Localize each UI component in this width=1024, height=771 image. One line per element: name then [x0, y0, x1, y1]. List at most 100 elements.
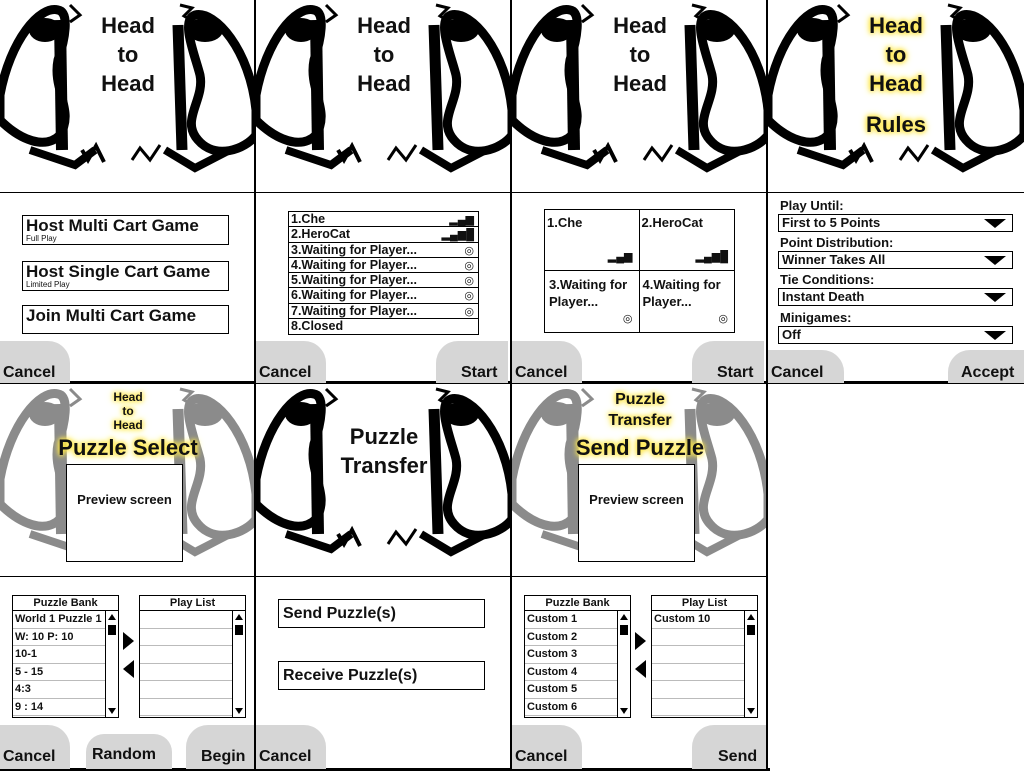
softkey-tab-left: [0, 725, 70, 769]
bird-artwork: [256, 384, 512, 576]
softkey-tab-right: [948, 350, 1024, 383]
list-item[interactable]: Custom 4: [525, 664, 617, 681]
list-item[interactable]: W: 10 P: 10: [13, 629, 105, 646]
player-slot[interactable]: 3.Waiting for Player... ◎: [545, 271, 640, 332]
play-list[interactable]: Play List: [139, 595, 246, 718]
tie-conditions-label: Tie Conditions:: [780, 272, 875, 287]
softkey-tab-right: [186, 725, 254, 769]
add-to-list-arrow-icon[interactable]: [635, 632, 646, 650]
host-multi-cart-button[interactable]: Host Multi Cart Game Full Play: [22, 215, 229, 245]
random-button[interactable]: Random: [92, 746, 156, 763]
wait-icon: ◎: [464, 290, 474, 303]
divider: [256, 576, 510, 577]
wait-icon: ◎: [718, 313, 728, 325]
player-slot[interactable]: 1.Che ▂▄▆: [545, 210, 640, 271]
softkey-tab-left: [0, 341, 70, 383]
list-item[interactable]: 10-1: [13, 646, 105, 664]
list-item[interactable]: Custom 1: [525, 611, 617, 629]
cancel-button[interactable]: Cancel: [515, 748, 568, 765]
scrollbar[interactable]: [744, 611, 757, 717]
player-row[interactable]: 6.Waiting for Player...◎: [289, 288, 478, 304]
cancel-button[interactable]: Cancel: [259, 364, 312, 381]
send-puzzles-button[interactable]: Send Puzzle(s): [278, 599, 485, 628]
player-row[interactable]: 2.HeroCat▂▄▆█: [289, 227, 478, 243]
player-row[interactable]: 4.Waiting for Player...◎: [289, 258, 478, 274]
cancel-button[interactable]: Cancel: [3, 748, 56, 765]
scrollbar[interactable]: [105, 611, 118, 717]
send-button[interactable]: Send: [718, 748, 758, 765]
screen-title: Send Puzzle: [575, 435, 705, 460]
player-row[interactable]: 8.Closed: [291, 319, 344, 334]
preview-screen: Preview screen: [66, 464, 183, 562]
play-list[interactable]: Play List Custom 10: [651, 595, 758, 718]
remove-from-list-arrow-icon[interactable]: [635, 660, 646, 678]
list-item[interactable]: 9 : 14: [13, 699, 105, 716]
cancel-button[interactable]: Cancel: [515, 364, 568, 381]
tie-conditions-select[interactable]: Instant Death: [778, 288, 1013, 306]
signal-icon: ▂▄▆: [449, 214, 474, 226]
divider: [0, 192, 254, 193]
scrollbar[interactable]: [617, 611, 630, 717]
dropdown-arrow-icon: [984, 293, 1006, 302]
softkey-tab-left: [512, 341, 582, 383]
softkey-tab-left: [256, 341, 326, 383]
wait-icon: ◎: [464, 259, 474, 272]
player-slot[interactable]: 2.HeroCat ▂▄▆█: [639, 210, 734, 271]
screen-subtitle: Rules: [866, 112, 926, 137]
puzzle-bank-list[interactable]: Puzzle Bank World 1 Puzzle 1 W: 10 P: 10…: [12, 595, 119, 718]
cancel-button[interactable]: Cancel: [3, 364, 56, 381]
list-item[interactable]: Custom 10: [652, 611, 744, 629]
player-row[interactable]: 7.Waiting for Player...◎: [289, 304, 478, 320]
divider: [768, 192, 1024, 193]
player-slot[interactable]: 4.Waiting for Player... ◎: [640, 271, 735, 332]
player-list: 1.Che▂▄▆ 2.HeroCat▂▄▆█ 3.Waiting for Pla…: [288, 211, 479, 336]
softkey-tab-right: [692, 341, 764, 383]
add-to-list-arrow-icon[interactable]: [123, 632, 134, 650]
play-until-select[interactable]: First to 5 Points: [778, 214, 1013, 232]
dropdown-arrow-icon: [984, 256, 1006, 265]
start-button[interactable]: Start: [717, 364, 754, 381]
preview-screen: Preview screen: [578, 464, 695, 562]
dropdown-arrow-icon: [984, 331, 1006, 340]
list-item[interactable]: Custom 5: [525, 681, 617, 699]
player-grid: 1.Che ▂▄▆ 2.HeroCat ▂▄▆█ 3.Waiting for P…: [544, 209, 735, 333]
softkey-tab-left: [512, 725, 582, 769]
minigames-select[interactable]: Off: [778, 326, 1013, 344]
list-item[interactable]: Custom 2: [525, 629, 617, 646]
join-multi-cart-button[interactable]: Join Multi Cart Game: [22, 305, 229, 334]
minigames-label: Minigames:: [780, 310, 852, 325]
list-item[interactable]: World 1 Puzzle 1: [13, 611, 105, 629]
list-item[interactable]: Custom 3: [525, 646, 617, 664]
player-row[interactable]: 3.Waiting for Player...◎: [289, 243, 478, 258]
wait-icon: ◎: [464, 275, 474, 288]
player-row[interactable]: 1.Che▂▄▆: [289, 212, 478, 228]
softkey-tab-right: [436, 341, 508, 383]
receive-puzzles-button[interactable]: Receive Puzzle(s): [278, 661, 485, 690]
list-item[interactable]: 4:3: [13, 681, 105, 699]
wait-icon: ◎: [464, 305, 474, 318]
screen-title: Puzzle Select: [58, 435, 198, 460]
point-distribution-label: Point Distribution:: [780, 235, 894, 250]
point-distribution-select[interactable]: Winner Takes All: [778, 251, 1013, 269]
host-single-cart-button[interactable]: Host Single Cart Game Limited Play: [22, 261, 229, 291]
scrollbar[interactable]: [232, 611, 245, 717]
cancel-button[interactable]: Cancel: [771, 364, 824, 381]
cancel-button[interactable]: Cancel: [259, 748, 312, 765]
remove-from-list-arrow-icon[interactable]: [123, 660, 134, 678]
puzzle-bank-list[interactable]: Puzzle Bank Custom 1 Custom 2 Custom 3 C…: [524, 595, 631, 718]
player-row[interactable]: 5.Waiting for Player...◎: [289, 273, 478, 289]
list-item[interactable]: Custom 6: [525, 699, 617, 716]
accept-button[interactable]: Accept: [961, 364, 1015, 381]
divider: [512, 192, 766, 193]
list-item[interactable]: 5 - 15: [13, 664, 105, 681]
divider: [256, 192, 510, 193]
wait-icon: ◎: [622, 313, 633, 325]
divider: [0, 576, 254, 577]
begin-button[interactable]: Begin: [201, 748, 246, 765]
start-button[interactable]: Start: [461, 364, 498, 381]
